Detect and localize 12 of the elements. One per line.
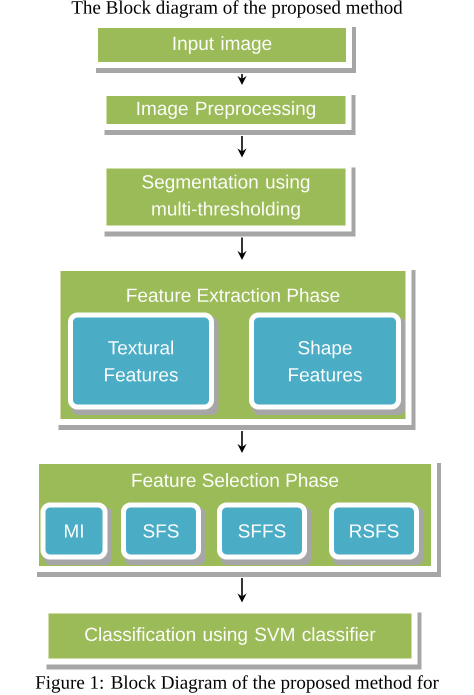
method-box: SFFS (217, 502, 312, 565)
method-box: RSFS (329, 502, 424, 565)
caption: Figure 1: Block Diagram of the proposed method for (36, 675, 439, 693)
process-box: Image Preprocessing (100, 90, 356, 135)
process-box: Classification using SVM classifier (42, 608, 422, 670)
method-box: Textural Features (68, 312, 218, 415)
process-box: Input image (92, 22, 356, 73)
method-box: MI (40, 502, 112, 565)
method-box: SFS (121, 502, 206, 565)
method-box: Shape Features (249, 312, 406, 415)
process-box: Segmentation using multi-thresholding (100, 162, 356, 236)
title: The Block diagram of the proposed method (72, 0, 402, 18)
